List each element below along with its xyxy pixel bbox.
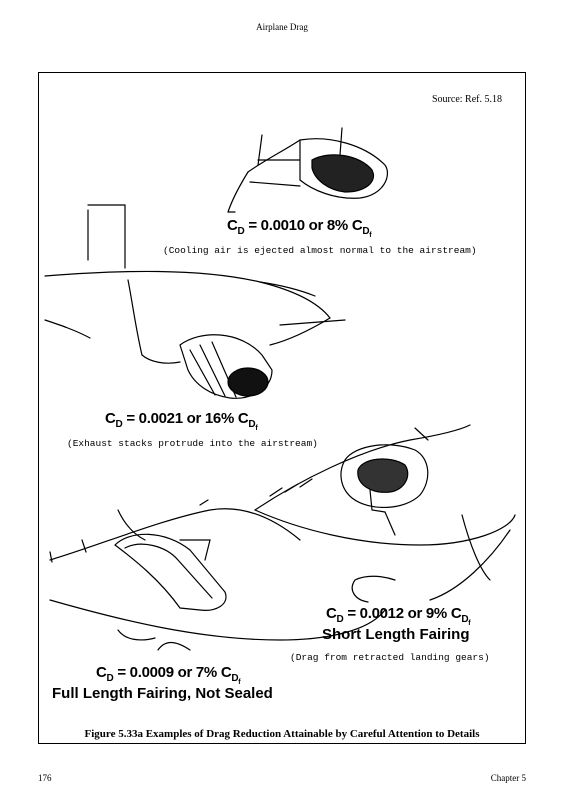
- cdf-subsubscript: f: [255, 425, 258, 432]
- chapter-label: Chapter 5: [490, 773, 526, 783]
- exhaust-stack-drawing: [44, 204, 346, 399]
- full-fairing-title: Full Length Fairing, Not Sealed: [52, 685, 273, 702]
- cdf-subscript: D: [231, 673, 239, 684]
- cd-subscript: D: [106, 673, 114, 684]
- cd-value: = 0.0012 or 9% C: [343, 605, 462, 622]
- figure-caption: Figure 5.33a Examples of Drag Reduction …: [84, 728, 480, 740]
- cdf-subscript: D: [461, 614, 469, 625]
- page-header: Airplane Drag: [256, 22, 308, 32]
- cdf-subscript: D: [362, 226, 370, 237]
- cd-value: = 0.0021 or 16% C: [122, 410, 249, 427]
- exhaust-cd-label: CD = 0.0021 or 16% CDf: [105, 410, 258, 432]
- cooling-note: (Cooling air is ejected almost normal to…: [163, 245, 477, 256]
- cd-symbol: C: [96, 664, 107, 681]
- cd-subscript: D: [237, 226, 245, 237]
- cd-symbol: C: [326, 605, 337, 622]
- cdf-subscript: D: [248, 419, 256, 430]
- figure-source: Source: Ref. 5.18: [432, 94, 502, 105]
- short-fairing-drawing: [254, 424, 516, 603]
- cd-symbol: C: [227, 217, 238, 234]
- short-fairing-title: Short Length Fairing: [322, 626, 470, 643]
- short-fairing-note: (Drag from retracted landing gears): [290, 652, 490, 663]
- cd-value: = 0.0010 or 8% C: [244, 217, 363, 234]
- cooling-gill-drawing: [227, 127, 389, 213]
- short-fairing-cd-label: CD = 0.0012 or 9% CDf: [326, 605, 471, 627]
- cooling-cd-label: CD = 0.0010 or 8% CDf: [227, 217, 372, 239]
- cd-value: = 0.0009 or 7% C: [113, 664, 232, 681]
- full-fairing-cd-label: CD = 0.0009 or 7% CDf: [96, 664, 241, 686]
- cdf-subsubscript: f: [238, 679, 241, 686]
- page-number: 176: [38, 773, 52, 783]
- cd-symbol: C: [105, 410, 116, 427]
- exhaust-note: (Exhaust stacks protrude into the airstr…: [67, 438, 318, 449]
- cd-subscript: D: [336, 614, 344, 625]
- cd-subscript: D: [115, 419, 123, 430]
- cdf-subsubscript: f: [468, 620, 471, 627]
- full-fairing-drawing: [49, 499, 386, 651]
- cdf-subsubscript: f: [369, 232, 372, 239]
- figure-frame: [38, 72, 526, 744]
